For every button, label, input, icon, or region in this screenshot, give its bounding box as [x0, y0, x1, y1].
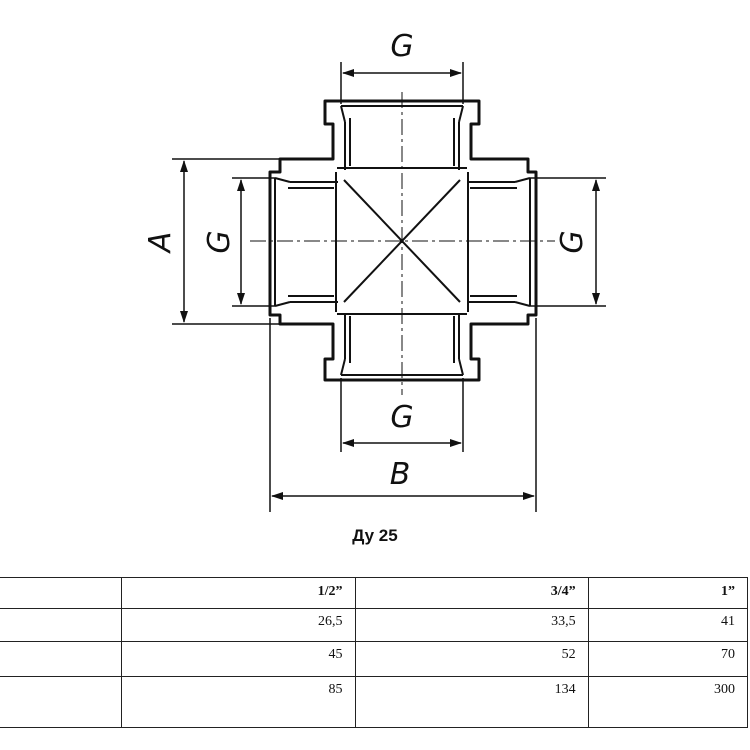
dimension-label-g-left: G: [202, 230, 237, 253]
dimension-label-g-right: G: [555, 230, 590, 253]
table-row: 85 134 300: [0, 676, 749, 728]
table-cell: 134: [354, 676, 589, 728]
table-row: 45 52 70: [0, 641, 749, 677]
table-row: 26,5 33,5 41: [0, 608, 749, 642]
dimension-label-a: A: [143, 232, 178, 255]
table-header-cell: [0, 577, 123, 609]
table-cell: 85: [121, 676, 356, 728]
table-cell: 300: [587, 676, 749, 728]
table-cell: 33,5: [354, 608, 589, 642]
centerlines: [250, 92, 555, 395]
table-cell: 26,5: [121, 608, 356, 642]
dimension-lines: [172, 62, 606, 512]
table-header-row: 1/2” 3/4” 1”: [0, 577, 749, 609]
dimensions-table: 1/2” 3/4” 1” 26,5 33,5 41 45 52 70 85 13…: [0, 577, 749, 728]
dimension-label-b: B: [390, 457, 411, 492]
table-cell: 52: [354, 641, 589, 677]
dimension-label-g-bottom: G: [390, 400, 413, 435]
table-cell: 45: [121, 641, 356, 677]
table-header-cell: 1”: [587, 577, 749, 609]
size-caption: Ду 25: [352, 526, 398, 545]
table-cell: [0, 641, 123, 677]
table-header-cell: 3/4”: [354, 577, 589, 609]
dimension-label-g-top: G: [390, 29, 413, 64]
table-cell: 70: [587, 641, 749, 677]
table-cell: 41: [587, 608, 749, 642]
table-cell: [0, 676, 123, 728]
cross-fitting-drawing: G G B A G G: [143, 29, 606, 512]
table-header-cell: 1/2”: [121, 577, 356, 609]
fitting-body: [268, 99, 538, 382]
table-cell: [0, 608, 123, 642]
